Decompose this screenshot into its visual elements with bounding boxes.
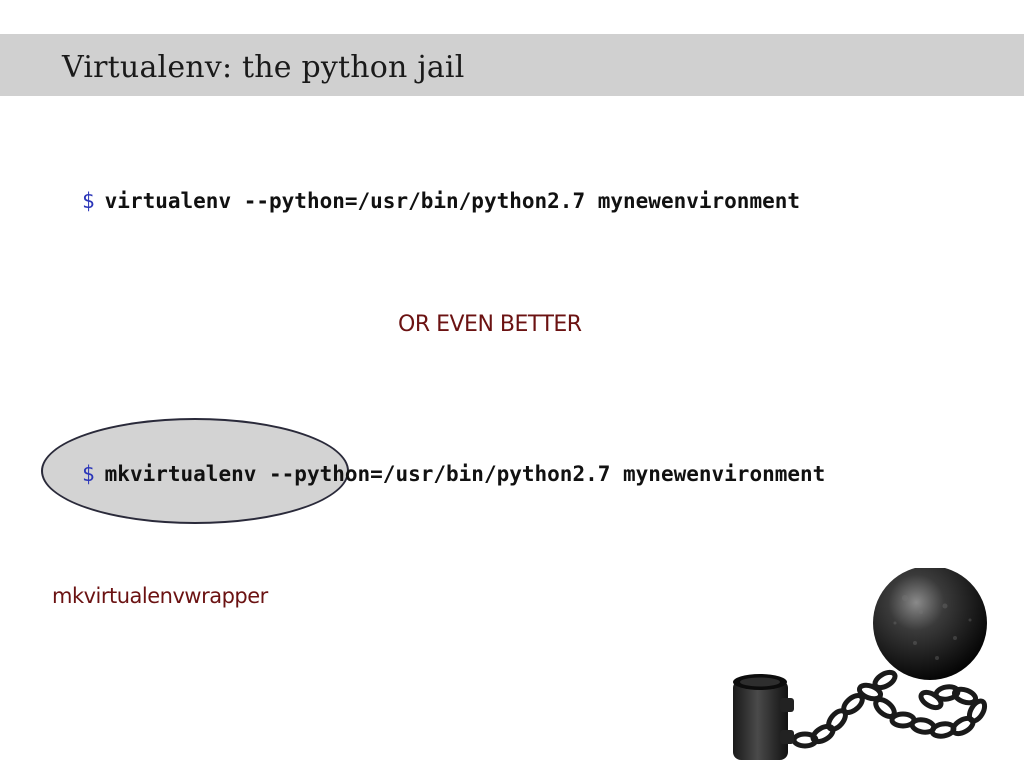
command-text: mkvirtualenv --python=/usr/bin/python2.7…: [104, 462, 826, 486]
wrapper-label: mkvirtualenvwrapper: [52, 584, 268, 608]
title-bar: [0, 34, 1024, 96]
slide-title: Virtualenv: the python jail: [62, 50, 465, 85]
prompt-symbol: $: [82, 462, 95, 486]
command-virtualenv: $ virtualenv --python=/usr/bin/python2.7 …: [82, 189, 800, 213]
highlight-ellipse: [41, 418, 349, 524]
ball-and-chain-icon: [733, 568, 988, 760]
separator-text: OR EVEN BETTER: [398, 312, 582, 337]
prompt-symbol: $: [82, 189, 95, 213]
command-mkvirtualenv: $ mkvirtualenv --python=/usr/bin/python2.…: [82, 462, 825, 486]
command-text: virtualenv --python=/usr/bin/python2.7 m…: [104, 189, 801, 213]
